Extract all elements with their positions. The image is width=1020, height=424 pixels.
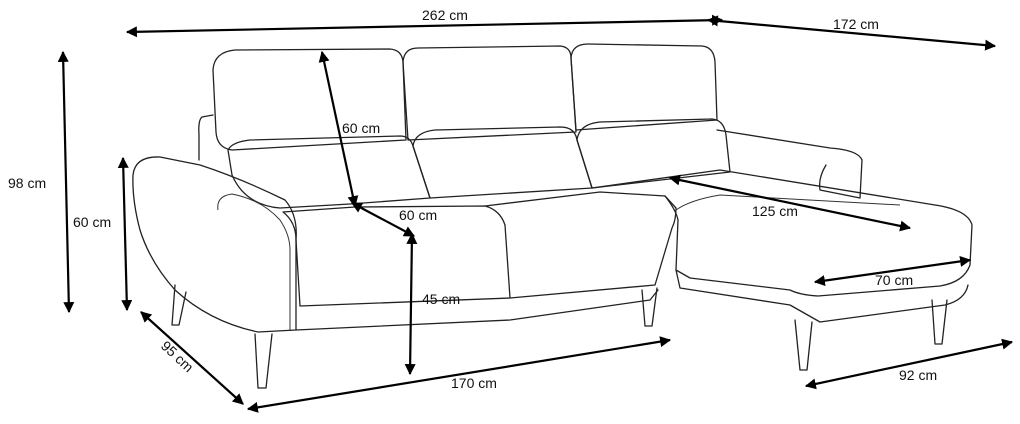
dim-arrow-seat-width	[246, 336, 672, 413]
dim-arrow-chaise-width	[804, 338, 1014, 390]
back-cushion-middle	[402, 45, 577, 141]
sofa-base-front	[295, 289, 659, 331]
sofa-drawing	[132, 43, 973, 389]
dim-arrow-total-height	[57, 50, 75, 314]
lower-back-pillow-middle	[412, 126, 593, 199]
leg-front-left	[254, 333, 273, 389]
lower-back-pillow-left	[227, 135, 431, 209]
seat-cushion-middle	[484, 191, 677, 299]
leg-middle	[641, 287, 658, 327]
right-armrest	[716, 129, 863, 199]
label-seat-height: 45 cm	[422, 291, 460, 307]
label-chaise-seat-width: 70 cm	[875, 272, 913, 288]
dim-arrow-chaise-seat-width	[813, 255, 972, 287]
dim-arrow-seat-height	[404, 232, 418, 376]
seat-cushion-left	[282, 205, 511, 307]
lower-back-pillow-right	[576, 118, 731, 189]
leg-back-left	[171, 284, 187, 326]
label-chaise-width: 92 cm	[899, 367, 937, 383]
label-backrest-height: 60 cm	[342, 120, 380, 136]
back-cushion-left	[212, 48, 407, 151]
label-chaise-length: 125 cm	[752, 203, 798, 219]
dim-arrow-backrest-height	[318, 50, 359, 208]
left-armrest-front	[217, 193, 291, 330]
dim-arrow-depth	[140, 311, 244, 405]
dim-arrow-chaise-depth	[706, 15, 997, 51]
label-chaise-depth: 172 cm	[833, 16, 879, 32]
dimension-lines	[57, 14, 1014, 413]
chaise-seat	[591, 169, 973, 297]
dim-arrow-seat-depth	[351, 202, 415, 237]
label-total-height: 98 cm	[8, 175, 46, 191]
label-armrest-height: 60 cm	[73, 214, 111, 230]
back-cushion-right	[570, 43, 718, 131]
dim-arrow-armrest-height	[117, 156, 133, 312]
back-frame-left	[198, 114, 214, 161]
dim-arrow-total-width	[125, 14, 724, 38]
left-armrest	[132, 156, 297, 333]
label-seat-width: 170 cm	[451, 375, 497, 391]
chaise-base	[675, 269, 969, 323]
label-seat-depth: 60 cm	[399, 207, 437, 223]
leg-chaise-front	[794, 319, 813, 371]
label-total-width: 262 cm	[422, 7, 468, 23]
dim-arrow-chaise-length	[668, 174, 912, 232]
